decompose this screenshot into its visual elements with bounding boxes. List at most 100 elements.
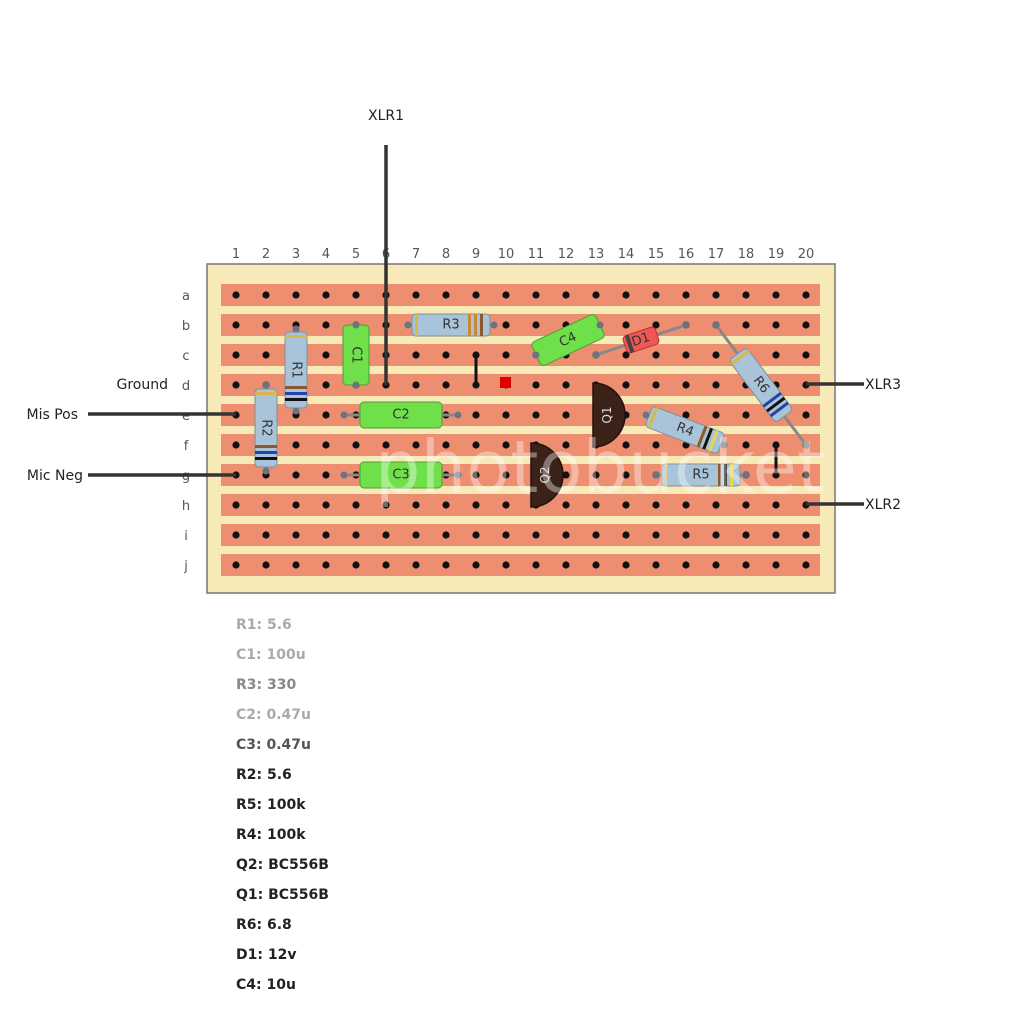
- hole: [532, 411, 540, 419]
- column-label-16: 16: [678, 247, 695, 262]
- hole: [712, 531, 720, 539]
- hole: [292, 291, 300, 299]
- column-label-5: 5: [352, 247, 360, 262]
- hole: [682, 531, 690, 539]
- column-label-1: 1: [232, 247, 240, 262]
- hole: [622, 441, 630, 449]
- hole: [322, 471, 330, 479]
- strip-j: [221, 554, 820, 576]
- column-label-3: 3: [292, 247, 300, 262]
- hole: [622, 561, 630, 569]
- row-label-c: c: [182, 349, 189, 364]
- hole: [292, 531, 300, 539]
- hole: [802, 321, 810, 329]
- hole: [442, 441, 450, 449]
- component-r6[interactable]: R6: [705, 316, 817, 455]
- component-r4[interactable]: R4: [639, 403, 731, 456]
- bom-line: R3: 330: [236, 677, 296, 693]
- hole: [772, 501, 780, 509]
- hole: [502, 321, 510, 329]
- resistor-band: [724, 464, 727, 486]
- row-label-i: i: [184, 529, 188, 544]
- hole: [652, 381, 660, 389]
- row-label-d: d: [182, 379, 190, 394]
- hole: [292, 561, 300, 569]
- hole: [742, 291, 750, 299]
- hole: [412, 561, 420, 569]
- hole: [652, 291, 660, 299]
- column-label-7: 7: [412, 247, 420, 262]
- row-label-h: h: [182, 499, 190, 514]
- hole: [322, 561, 330, 569]
- pin: [292, 407, 300, 415]
- resistor-band: [730, 349, 751, 366]
- column-label-13: 13: [588, 247, 605, 262]
- component-c2[interactable]: C2: [340, 401, 462, 429]
- resistor-band: [765, 396, 786, 413]
- component-q2[interactable]: Q2: [530, 442, 564, 508]
- hole: [232, 381, 240, 389]
- hole: [352, 501, 360, 509]
- resistor-band: [730, 464, 733, 486]
- hole: [562, 291, 570, 299]
- bom-line: C4: 10u: [236, 977, 296, 993]
- component-r3[interactable]: R3: [404, 313, 498, 337]
- hole: [592, 561, 600, 569]
- component-c1[interactable]: C1: [342, 321, 370, 389]
- bom-line: R2: 5.6: [236, 767, 292, 783]
- strip-c: [221, 344, 820, 366]
- hole: [502, 441, 510, 449]
- component-r5[interactable]: R5: [652, 463, 750, 487]
- hole: [772, 561, 780, 569]
- hole: [232, 441, 240, 449]
- column-label-10: 10: [498, 247, 515, 262]
- column-label-8: 8: [442, 247, 450, 262]
- hole: [592, 501, 600, 509]
- component-label: R2: [259, 419, 274, 436]
- capacitor-body: [359, 401, 443, 429]
- hole: [742, 441, 750, 449]
- hole: [322, 351, 330, 359]
- hole: [412, 351, 420, 359]
- resistor-band: [762, 392, 782, 408]
- pin: [454, 471, 462, 479]
- component-c4[interactable]: C4: [527, 312, 608, 369]
- component-r2[interactable]: R2: [254, 381, 278, 475]
- hole: [262, 561, 270, 569]
- transistor-body: [592, 382, 626, 448]
- hole: [322, 321, 330, 329]
- hole: [652, 441, 660, 449]
- hole: [232, 561, 240, 569]
- hole: [322, 441, 330, 449]
- strip-b: [221, 314, 820, 336]
- pin: [340, 411, 348, 419]
- hole: [562, 471, 570, 479]
- hole: [712, 561, 720, 569]
- column-label-18: 18: [738, 247, 755, 262]
- hole: [352, 441, 360, 449]
- capacitor-body: [359, 461, 443, 489]
- component-d1[interactable]: D1: [590, 315, 692, 364]
- hole: [262, 501, 270, 509]
- component-label: C4: [557, 330, 579, 351]
- column-label-9: 9: [472, 247, 480, 262]
- component-c3[interactable]: C3: [340, 461, 462, 489]
- component-r1[interactable]: R1: [284, 325, 308, 415]
- hole: [772, 531, 780, 539]
- component-q1[interactable]: Q1: [592, 382, 626, 448]
- component-label: C2: [392, 408, 409, 423]
- strip-i: [221, 524, 820, 546]
- bom-line: D1: 12v: [236, 947, 296, 963]
- hole: [382, 501, 390, 509]
- hole: [502, 291, 510, 299]
- hole: [292, 501, 300, 509]
- hole: [592, 471, 600, 479]
- hole: [772, 351, 780, 359]
- pin: [262, 467, 270, 475]
- column-label-15: 15: [648, 247, 665, 262]
- pin: [490, 321, 498, 329]
- column-label-19: 19: [768, 247, 785, 262]
- hole: [232, 501, 240, 509]
- pin: [592, 351, 600, 359]
- hole: [562, 441, 570, 449]
